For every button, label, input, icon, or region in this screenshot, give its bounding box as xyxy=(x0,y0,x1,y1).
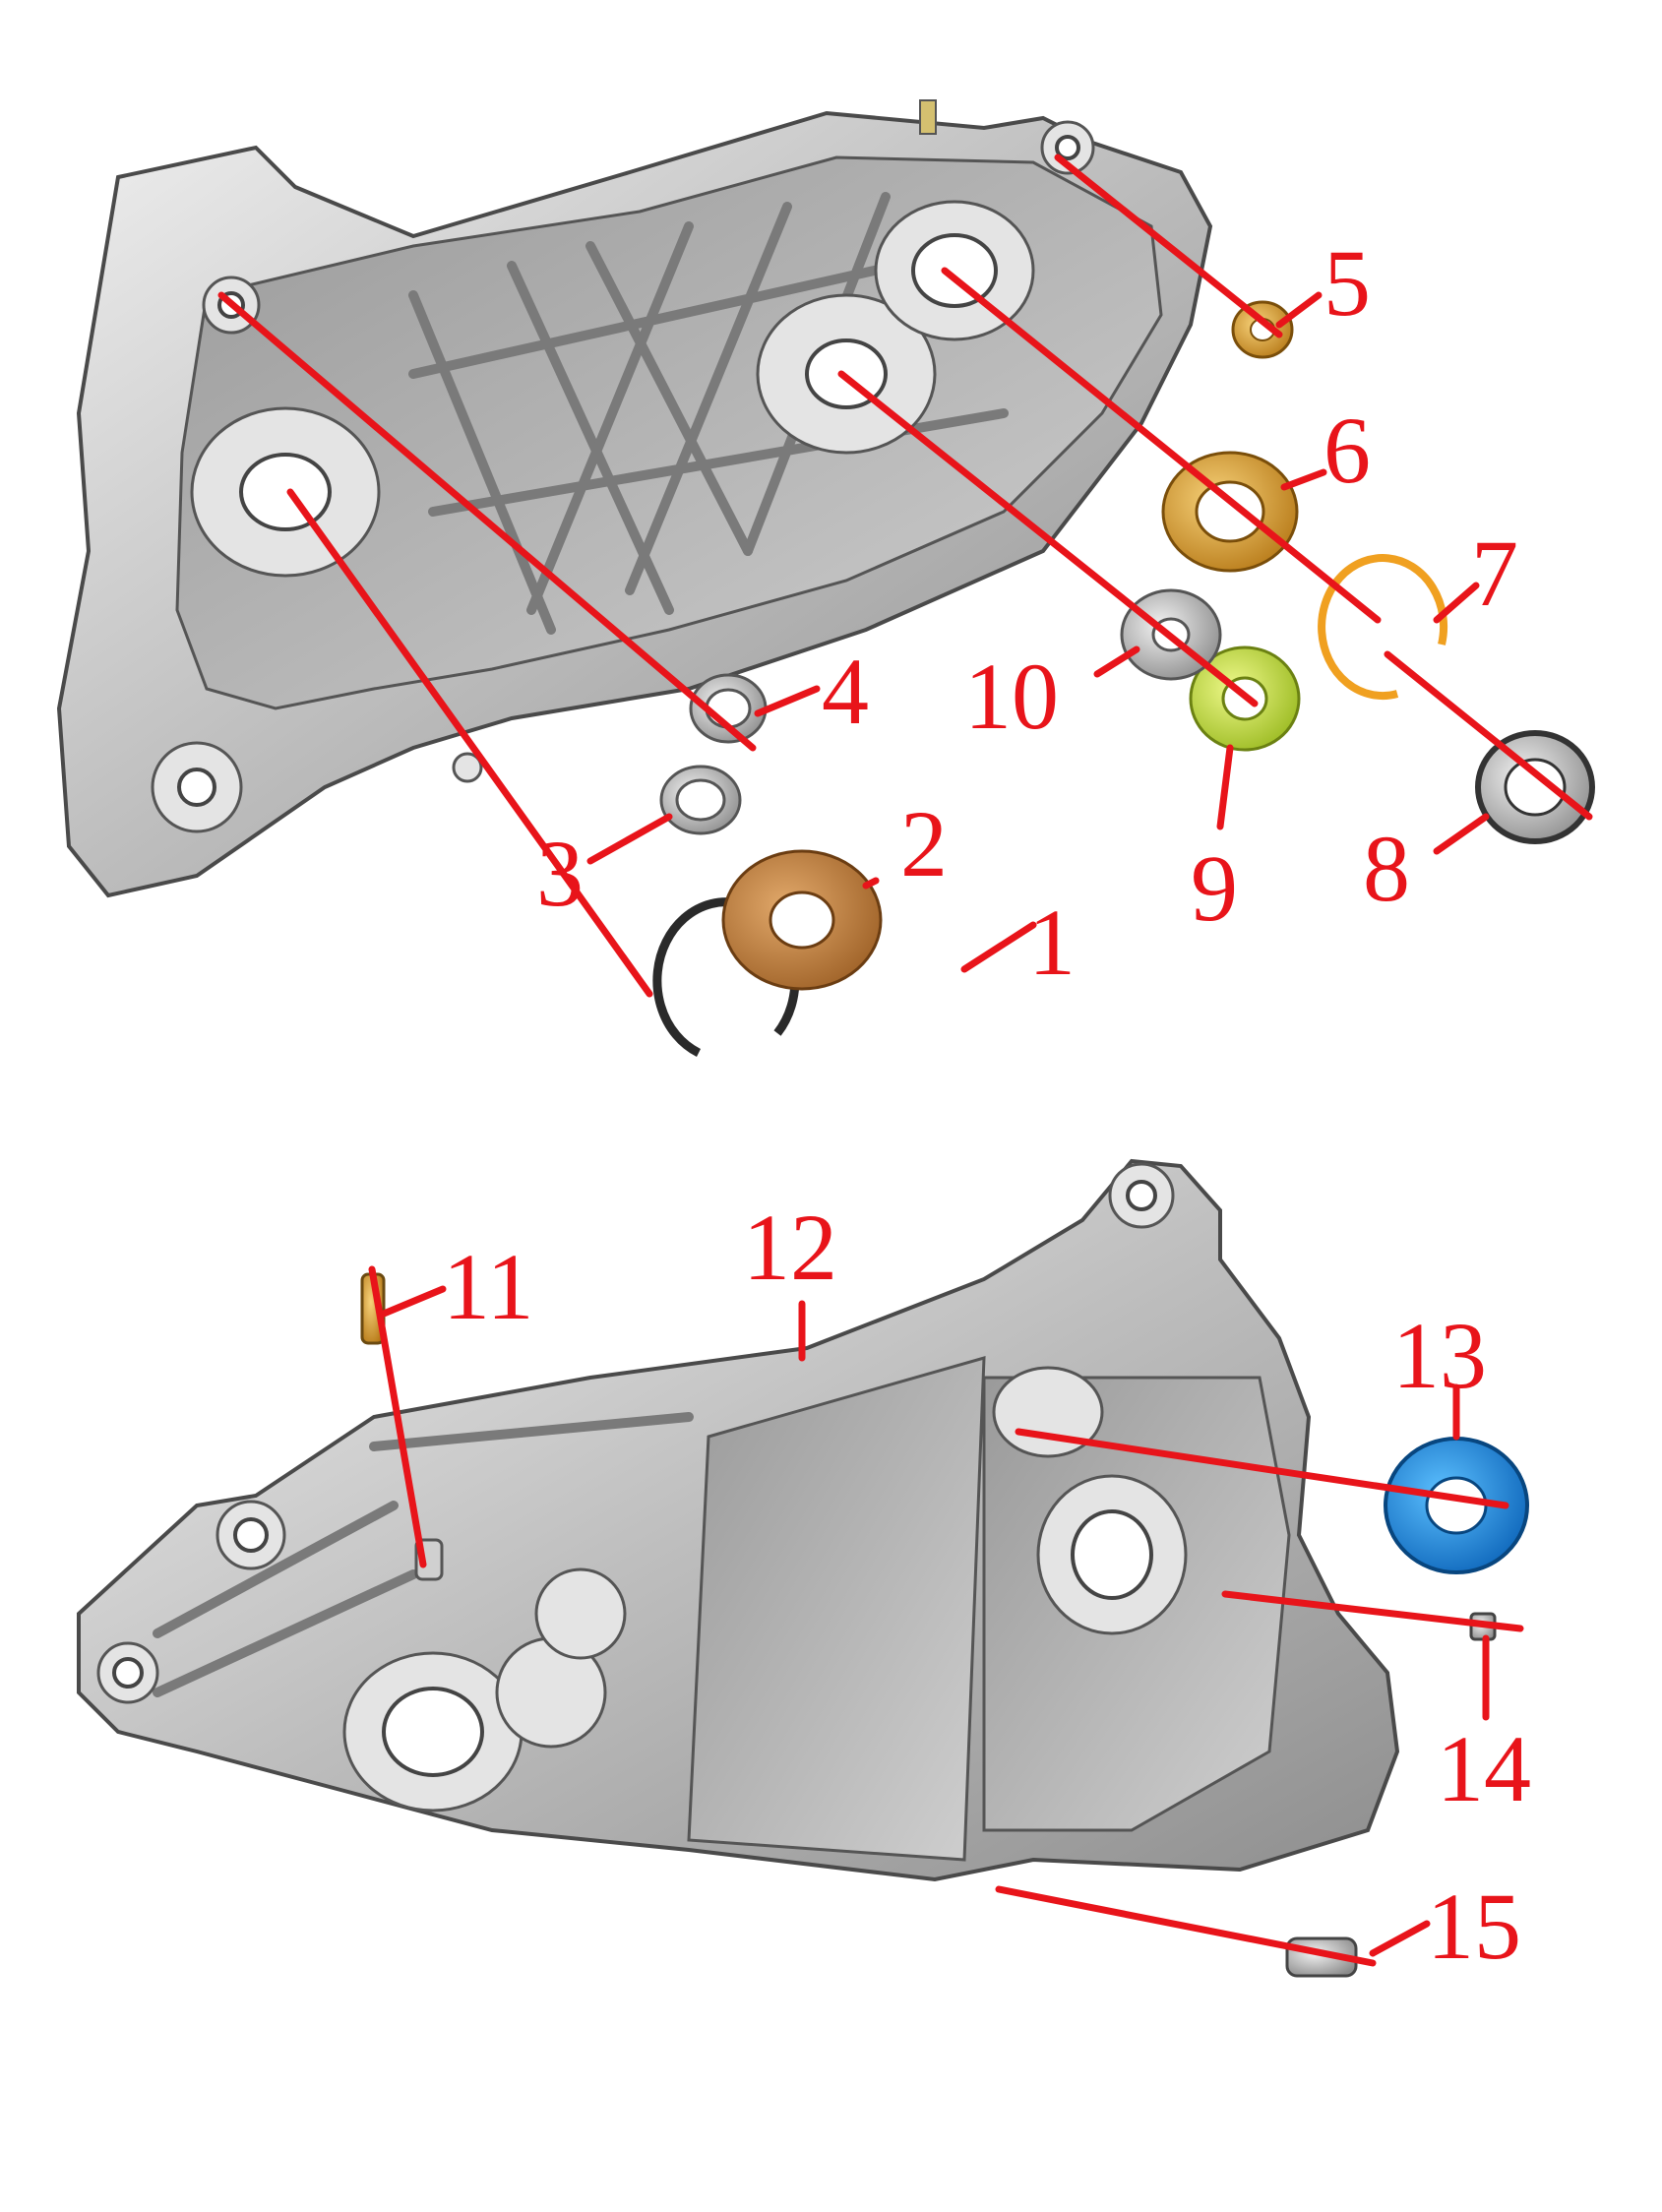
callout-13: 13 xyxy=(1392,1303,1487,1408)
callout-15: 15 xyxy=(1427,1874,1521,1979)
callout-8: 8 xyxy=(1363,816,1410,921)
part-2-thrust-washer xyxy=(721,849,883,991)
part-5-bushing xyxy=(1231,300,1294,359)
callout-3: 3 xyxy=(536,821,584,926)
callout-6: 6 xyxy=(1323,398,1371,503)
callout-11: 11 xyxy=(443,1234,533,1339)
callout-1: 1 xyxy=(1028,890,1076,995)
callout-14: 14 xyxy=(1437,1716,1531,1821)
left-crankcase-half xyxy=(56,99,1213,898)
part-3-bushing xyxy=(659,765,742,835)
right-crankcase-half xyxy=(77,1158,1400,1882)
callout-7: 7 xyxy=(1471,521,1518,626)
bottom-leader-lines xyxy=(368,1265,1524,1967)
callout-2: 2 xyxy=(900,791,948,896)
callout-12: 12 xyxy=(743,1195,837,1300)
part-13-bearing xyxy=(1384,1437,1529,1574)
top-leader-lines xyxy=(217,154,1593,998)
part-6-bearing xyxy=(1161,451,1299,573)
callout-4: 4 xyxy=(822,639,869,744)
part-7-circlip xyxy=(1318,554,1448,700)
callout-9: 9 xyxy=(1191,835,1238,941)
part-8-oil-seal xyxy=(1475,730,1595,844)
callout-5: 5 xyxy=(1323,230,1371,336)
callout-10: 10 xyxy=(964,644,1059,749)
